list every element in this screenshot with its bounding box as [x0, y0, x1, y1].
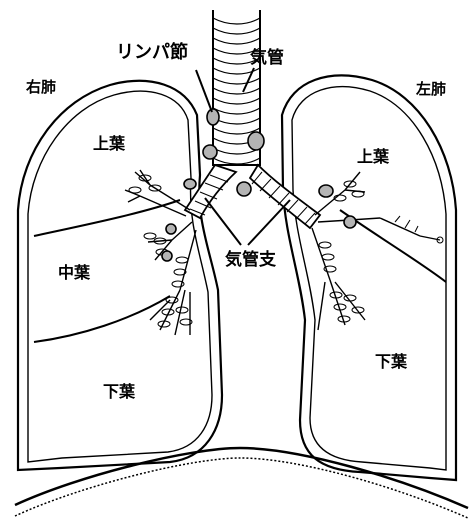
lymph-node: [207, 109, 219, 125]
right-bronchial-tree: [125, 170, 196, 335]
lymph-node: [203, 145, 217, 159]
label-left-upper-lobe: 上葉: [357, 149, 389, 165]
left-bronchial-tree: [312, 172, 443, 330]
label-right-upper-lobe: 上葉: [93, 136, 125, 152]
right-horizontal-fissure: [34, 200, 180, 236]
label-bronchus: 気管支: [225, 252, 276, 269]
label-right-lung: 右肺: [26, 80, 56, 95]
right-oblique-fissure: [34, 296, 170, 342]
lymph-node: [344, 216, 356, 228]
lymph-node: [162, 251, 172, 261]
label-trachea: 気管: [250, 50, 284, 67]
lymph-node: [184, 179, 196, 189]
main-bronchi: [185, 165, 320, 228]
lymph-node: [248, 132, 264, 150]
label-right-lower-lobe: 下葉: [103, 384, 135, 400]
lymph-node: [319, 185, 333, 197]
label-left-lung: 左肺: [416, 82, 446, 97]
label-lymph-node: リンパ節: [116, 44, 188, 62]
lymph-node: [166, 224, 176, 234]
label-left-lower-lobe: 下葉: [375, 354, 407, 370]
lymph-node: [237, 182, 251, 196]
label-right-middle-lobe: 中葉: [58, 265, 90, 281]
left-lung-inner: [292, 87, 446, 470]
